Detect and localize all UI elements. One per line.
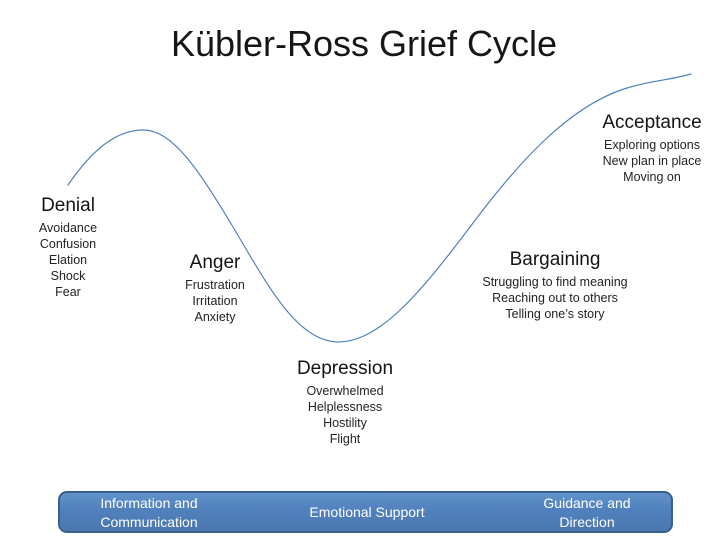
stage-acceptance: Acceptance Exploring options New plan in…: [572, 111, 728, 185]
support-bar-label-line: Information and: [100, 495, 198, 511]
stage-item: Irritation: [192, 294, 238, 308]
stage-title: Acceptance: [602, 112, 702, 133]
stage-depression: Depression Overwhelmed Helplessness Host…: [275, 357, 415, 447]
stage-item: Frustration: [185, 278, 245, 292]
stage-title: Anger: [189, 252, 241, 273]
stage-item: Elation: [48, 253, 88, 267]
stage-item: Helplessness: [307, 400, 383, 414]
support-bar-label-guidance-direction: Guidance and Direction: [504, 494, 670, 532]
grief-curve-line: [67, 73, 692, 343]
stage-item: Exploring options: [604, 138, 700, 152]
stage-anger: Anger Frustration Irritation Anxiety: [155, 251, 275, 325]
stage-item: Shock: [50, 269, 86, 283]
support-bar-label-emotional-support: Emotional Support: [274, 503, 460, 522]
stage-item: Anxiety: [194, 310, 236, 324]
stage-item: New plan in place: [602, 154, 702, 168]
support-bar-label-line: Guidance and: [543, 495, 631, 511]
support-bar-label-line: Emotional Support: [309, 504, 425, 520]
stage-title: Denial: [41, 195, 95, 216]
stage-item: Struggling to find meaning: [482, 275, 628, 289]
stage-item: Avoidance: [38, 221, 98, 235]
support-bar-label-information-communication: Information and Communication: [66, 494, 232, 532]
support-bar-label-line: Communication: [100, 514, 198, 530]
stage-denial: Denial Avoidance Confusion Elation Shock…: [8, 194, 128, 300]
stage-item: Fear: [55, 285, 81, 299]
support-bar-label-line: Direction: [559, 514, 615, 530]
stage-bargaining: Bargaining Struggling to find meaning Re…: [455, 248, 655, 322]
support-bar: Information and Communication Emotional …: [58, 491, 673, 533]
stage-item: Telling one’s story: [505, 307, 605, 321]
stage-title: Bargaining: [509, 249, 601, 270]
stage-item: Hostility: [323, 416, 367, 430]
stage-item: Moving on: [623, 170, 681, 184]
stage-item: Confusion: [39, 237, 97, 251]
stage-item: Flight: [329, 432, 361, 446]
stage-title: Depression: [296, 358, 394, 379]
stage-item: Reaching out to others: [492, 291, 618, 305]
page-title: Kübler-Ross Grief Cycle: [170, 23, 558, 64]
stage-item: Overwhelmed: [306, 384, 384, 398]
